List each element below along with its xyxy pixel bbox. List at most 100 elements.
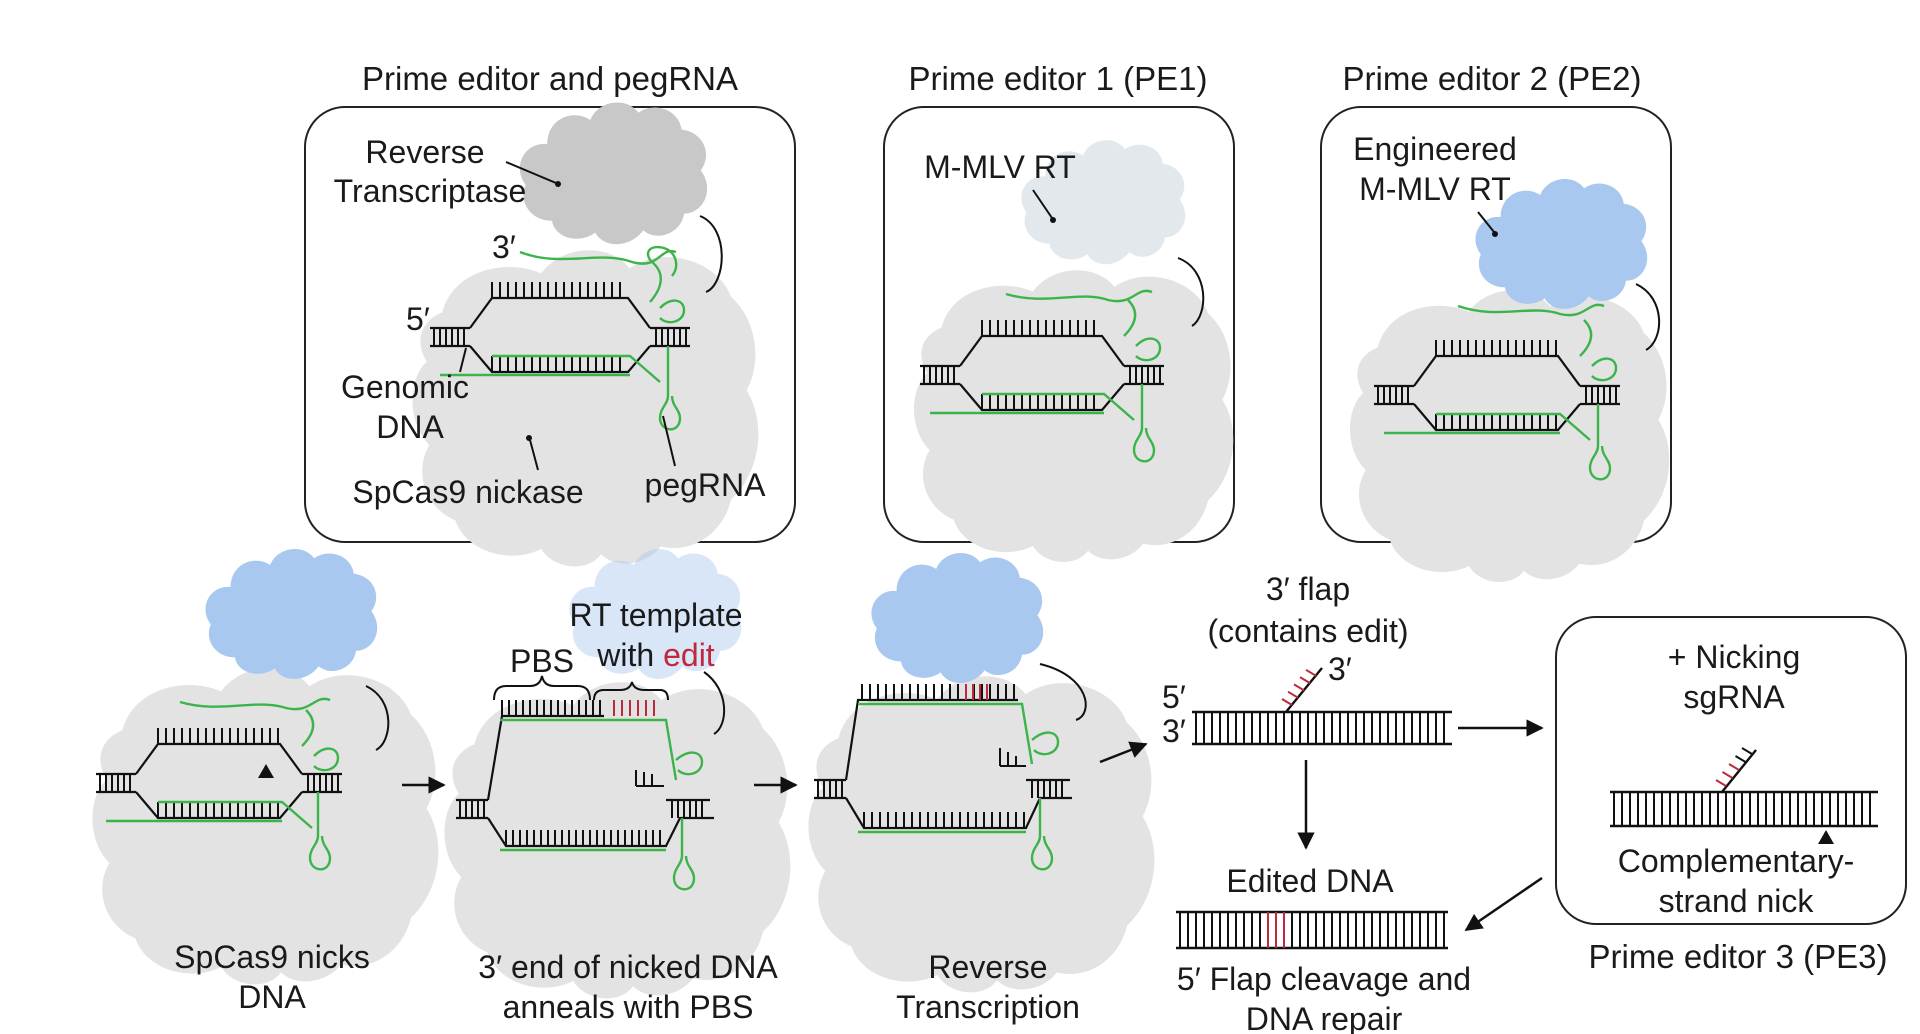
caption-anneal-line1: 3′ end of nicked DNA [478,949,778,985]
label-flap-line2: (contains edit) [1208,613,1409,649]
duplex-bp [1613,792,1871,826]
complex-anneal-step [444,548,791,999]
pegrna-spacer [982,392,1135,421]
rt-template-edit [613,700,655,716]
dna-flap-strand [844,698,1018,781]
dna-bottom-bases [491,356,621,372]
dna-right-bp [307,774,339,792]
dna-left-bp [433,328,465,346]
pegrna-scaffold [1579,319,1618,481]
pegrna-template [858,702,1034,765]
label-pe3-line2: sgRNA [1683,679,1785,715]
pegrna-scaffold [301,709,340,871]
pegrna-spacer [158,800,313,829]
dna-bottom-bases [1435,414,1557,430]
flap-strand [1721,749,1757,793]
dna-bottom-bases [863,812,1025,828]
dna-flap-intermediate [1192,667,1452,746]
dna-left-bp [1377,386,1409,404]
label-pe3-nick-line1: Complementary- [1618,843,1855,879]
label-rt-template-with: with [596,637,654,673]
dna-bottom-strand [959,383,1125,412]
leader-mmlv [1032,189,1053,219]
title-pe3: Prime editor 3 (PE3) [1589,938,1888,975]
panel-pe3-box [1555,616,1907,925]
dna-bottom-strand [135,791,303,820]
dna-top-bases [157,728,279,744]
arrow-pe3-to-edited [1464,876,1543,932]
duplex-bp [1179,912,1445,948]
label-edited-dna: Edited DNA [1226,863,1394,899]
dna-bottom-strand [1413,403,1581,432]
nick-marker [258,764,274,778]
nick-marker [1818,830,1834,844]
complex-overview [412,102,759,567]
rt-body [1475,178,1648,309]
label-eng-line2: M-MLV RT [1359,171,1511,207]
dna-left-bp [817,780,843,798]
leader-mmlv-dot [1050,217,1056,223]
caption-rt-line1: Reverse [928,949,1047,985]
pegrna-spacer [1436,412,1591,441]
dna-flap-bases [501,700,601,716]
linker [703,671,726,735]
dna-bottom-strand [469,345,651,374]
label-rt-template-line2: with edit [596,637,715,673]
label-rt-line2: Transcriptase [334,173,527,209]
dna-left-bp [99,774,131,792]
label-cas9-nickase: SpCas9 nickase [352,474,583,510]
label-flap-three-prime-bottom: 3′ [1162,713,1186,749]
dna-right-bp [1585,386,1617,404]
title-pe1: Prime editor 1 (PE1) [909,60,1208,97]
pegrna-extension [519,249,677,265]
dna-bottom-bases [505,830,661,846]
label-mmlv-rt: M-MLV RT [924,149,1076,185]
linker [1635,283,1660,351]
complex-pe2 [1350,178,1670,583]
complex-rt-step [808,552,1155,993]
dna-bottom-bases [981,394,1095,410]
label-flap-three-prime-end: 3′ [1328,651,1352,687]
label-five-prime: 5′ [406,301,430,337]
leader-genomic [459,347,467,373]
title-pe2: Prime editor 2 (PE2) [1343,60,1642,97]
label-flap-five-prime: 5′ [1162,679,1186,715]
dna-top-bases [981,320,1095,336]
leader-rt [505,161,557,184]
label-three-prime: 3′ [492,229,516,265]
caption-nick-line2: DNA [238,979,306,1015]
cas9-body [412,250,759,567]
leader-eng [1477,211,1495,233]
leader-pegrna [662,415,676,467]
rt-body [205,548,378,679]
cas9-body [92,668,439,985]
dna-right-bp [655,328,687,346]
dna-right-bp [671,800,703,818]
brace-template [593,681,669,701]
pegrna-spacer [492,354,661,383]
linker [1039,663,1087,721]
caption-repair-line1: 5′ Flap cleavage and [1177,961,1471,997]
pegrna-scaffold [1030,731,1060,871]
dna-bottom-bases [157,802,279,818]
rt-body [871,552,1044,683]
pegrna-extension [1457,303,1605,317]
dna-edit-bases [965,684,988,700]
dna-bottom-strand [487,816,714,848]
caption-rt-line2: Transcription [896,989,1080,1025]
caption-nick-line1: SpCas9 nicks [174,939,370,975]
label-rt-template-edit: edit [663,637,715,673]
rt-body [1021,140,1186,265]
label-genomic-line1: Genomic [341,369,469,405]
duplex-bp [1195,712,1445,744]
label-eng-line1: Engineered [1353,131,1517,167]
arrow-rt-to-flap [1099,741,1148,764]
linker [1177,257,1205,327]
pegrna-scaffold [1123,299,1162,463]
label-rt-line1: Reverse [365,134,484,170]
complex-nick-step [92,548,439,985]
dna-top-strand [1413,354,1581,387]
dna-right-bp [1031,780,1063,798]
dna-right-bp [1129,366,1161,384]
